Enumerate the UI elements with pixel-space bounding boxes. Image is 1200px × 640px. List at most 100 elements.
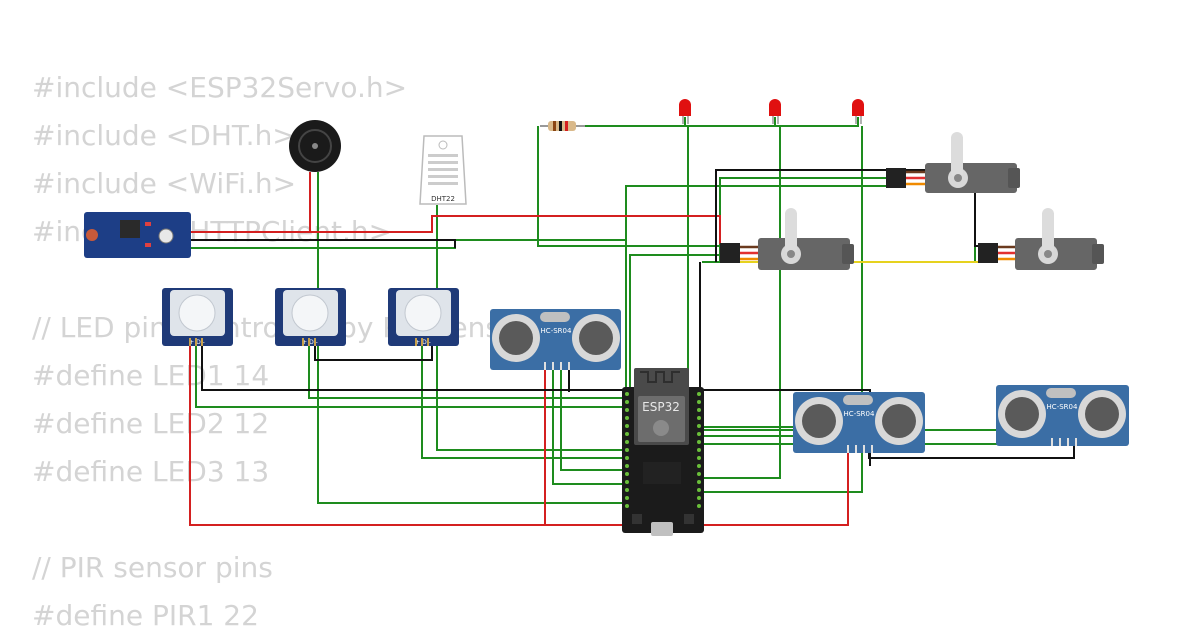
servo-2 <box>720 208 854 270</box>
led-3 <box>852 99 864 124</box>
dht22-slot <box>428 175 458 178</box>
wire <box>308 345 626 399</box>
dht22-mount-hole <box>438 140 448 150</box>
usb-port <box>651 522 673 536</box>
servo-horn <box>785 208 797 254</box>
code-line: #define LED2 12 <box>32 407 270 440</box>
pin <box>625 416 629 420</box>
esp32-right-pins <box>697 392 701 508</box>
pin <box>697 424 701 428</box>
dht22-slot <box>428 182 458 185</box>
ultrasonic-crystal <box>843 395 873 405</box>
pin <box>625 424 629 428</box>
dht22-grille <box>428 154 458 185</box>
pin <box>625 432 629 436</box>
pin <box>697 416 701 420</box>
pin <box>625 400 629 404</box>
code-line: #define PIR1 22 <box>32 599 259 632</box>
buzzer-hole <box>312 143 318 149</box>
wire <box>626 126 689 411</box>
ultrasonic-sensor-1: HC-SR04 <box>490 309 621 370</box>
wire <box>585 117 686 127</box>
resistor-band <box>553 121 556 131</box>
pin <box>697 440 701 444</box>
pin <box>625 472 629 476</box>
pin <box>625 464 629 468</box>
servo-shaft <box>954 174 962 182</box>
esp32-shield <box>638 396 685 442</box>
led-body <box>852 99 864 116</box>
pin <box>697 480 701 484</box>
ultrasonic-mesh <box>882 404 916 438</box>
wire <box>685 117 776 127</box>
servo-horn <box>1042 208 1054 254</box>
code-line: // PIR sensor pins <box>32 551 273 584</box>
pir-dome <box>404 294 442 332</box>
pin <box>697 408 701 412</box>
pin <box>625 480 629 484</box>
ultrasonic-mesh <box>1085 397 1119 431</box>
led-1 <box>679 99 691 124</box>
esp32-board: ESP32 <box>622 368 704 536</box>
ldr-chip <box>120 220 140 238</box>
wire <box>180 239 456 248</box>
pin <box>625 496 629 500</box>
led-body <box>679 99 691 116</box>
resistor <box>540 121 585 131</box>
dht22-slot <box>428 161 458 164</box>
servo-tab <box>1008 168 1020 188</box>
pin <box>697 496 701 500</box>
servo-tab <box>842 244 854 264</box>
ultrasonic-sensor-3: HC-SR04 <box>996 385 1129 446</box>
pir-dome <box>291 294 329 332</box>
code-line: #include <WiFi.h> <box>32 167 297 200</box>
boot-button <box>632 514 642 524</box>
servo-connector <box>720 243 740 263</box>
pin <box>697 472 701 476</box>
wire <box>552 368 626 485</box>
wire <box>421 345 626 459</box>
wire <box>180 239 627 260</box>
pin <box>697 464 701 468</box>
ultrasonic-label: HC-SR04 <box>541 327 572 335</box>
wire <box>436 205 626 451</box>
ldr-led <box>145 243 151 247</box>
servo-3 <box>978 208 1104 270</box>
code-line: #define LED3 13 <box>32 455 270 488</box>
wire <box>715 169 888 262</box>
pin <box>625 448 629 452</box>
servo-body <box>758 238 850 270</box>
wire <box>195 345 626 408</box>
servo-body <box>925 163 1017 193</box>
servo-shaft <box>787 250 795 258</box>
code-line: #define LED1 14 <box>32 359 270 392</box>
ultrasonic-mesh <box>802 404 836 438</box>
pin <box>697 392 701 396</box>
buzzer-ring <box>298 129 332 163</box>
reset-button <box>684 514 694 524</box>
esp32-label: ESP32 <box>642 400 680 414</box>
servo-horn <box>951 132 963 178</box>
buzzer <box>289 120 341 172</box>
pin <box>625 392 629 396</box>
wire <box>189 345 849 526</box>
ultrasonic-mesh <box>579 321 613 355</box>
pin <box>625 408 629 412</box>
ldr-sensor <box>86 229 98 241</box>
esp32-logo <box>653 420 669 436</box>
dht22-sensor: DHT22 <box>419 135 467 205</box>
ultrasonic-crystal <box>540 312 570 322</box>
pin <box>697 400 701 404</box>
ultrasonic-label: HC-SR04 <box>844 410 875 418</box>
pir-sensor-2: + D - <box>275 288 346 346</box>
pin <box>697 488 701 492</box>
wire <box>560 368 626 471</box>
pin <box>625 504 629 508</box>
pin <box>697 448 701 452</box>
ultrasonic-sensor-2: HC-SR04 <box>793 392 925 453</box>
wire <box>537 126 720 247</box>
pir-dome <box>178 294 216 332</box>
code-line: #include <DHT.h> <box>32 119 296 152</box>
pin <box>625 440 629 444</box>
led-body <box>769 99 781 116</box>
